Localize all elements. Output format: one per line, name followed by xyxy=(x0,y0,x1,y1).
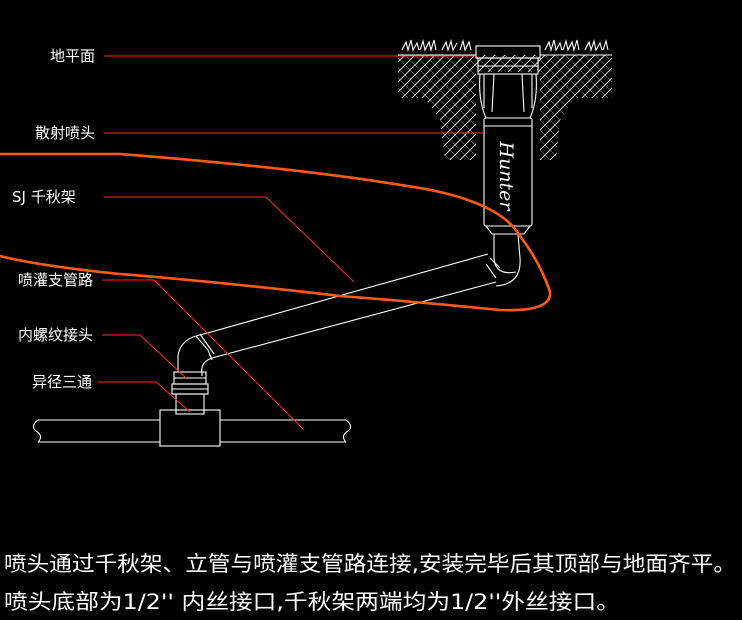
label-sprinkler: 散射喷头 xyxy=(35,124,95,142)
grass-tufts xyxy=(398,38,612,56)
label-swing-joint: SJ 千秋架 xyxy=(12,188,76,206)
label-ground: 地平面 xyxy=(50,47,95,65)
excavation-outline-curve xyxy=(0,152,552,312)
note-line-2: 喷头底部为1/2'' 内丝接口,千秋架两端均为1/2''外丝接口。 xyxy=(4,590,620,614)
sprinkler-head xyxy=(475,45,541,235)
reducing-tee xyxy=(159,409,221,447)
label-reducing-tee: 异径三通 xyxy=(32,373,92,391)
label-female-thread-adapter: 内螺纹接头 xyxy=(18,326,93,344)
swing-joint-lower-elbow xyxy=(177,333,215,376)
note-line-1: 喷头通过千秋架、立管与喷灌支管路连接,安装完毕后其顶部与地面齐平。 xyxy=(4,552,736,576)
swing-joint-upper-elbow xyxy=(485,233,521,287)
female-thread-adapter xyxy=(171,371,209,415)
swing-joint-pipe xyxy=(203,253,497,359)
leader-lines xyxy=(98,55,484,431)
soil-hatch xyxy=(398,55,612,160)
brand-logo-text: Hunter xyxy=(495,140,517,212)
lateral-pipe xyxy=(32,419,352,443)
label-lateral-pipe: 喷灌支管路 xyxy=(18,271,93,289)
